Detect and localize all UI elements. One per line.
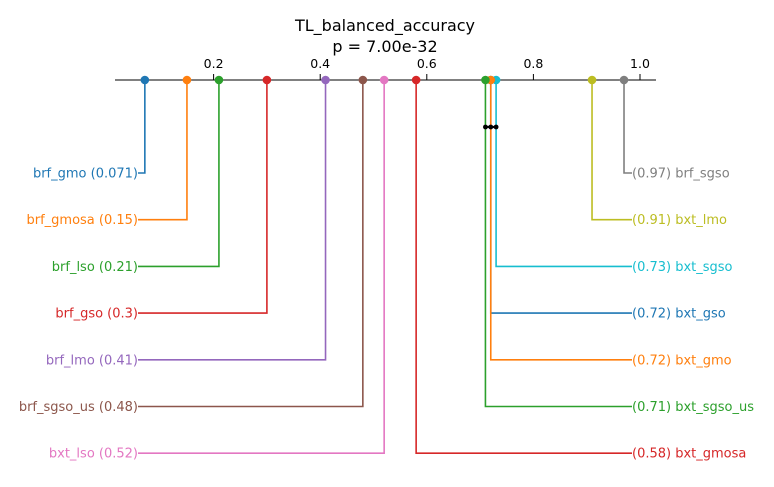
connector-brf_sgso_us [138,80,364,408]
marker-brf_lmo [321,75,330,85]
label-brf_sgso_us: brf_sgso_us (0.48) [19,400,138,415]
connector-bxt_gmosa [415,80,632,455]
axis-ticks: 0.2 0.4 0.6 0.8 1.0 [204,56,650,80]
connector-bxt_gmo [489,80,632,361]
tick-label: 0.6 [417,56,437,71]
label-brf_sgso: (0.97) brf_sgso [632,167,730,182]
marker-bxt_gmosa [411,75,421,85]
marker-brf_gmo [140,75,150,85]
chart-title: TL_balanced_accuracy [294,16,475,36]
marker-brf_gmosa [182,75,192,85]
label-brf_gmo: brf_gmo (0.071) [33,167,138,182]
connector-bxt_gso [489,80,632,314]
method-labels: brf_gmo (0.071) brf_gmosa (0.15) brf_lso (… [19,167,754,462]
label-bxt_gmo: (0.72) bxt_gmo [632,353,732,368]
marker-brf_gso [262,75,272,85]
marker-bxt_sgso_us [481,75,490,85]
label-bxt_gso: (0.72) bxt_gso [632,307,726,322]
connector-bxt_sgso_us [484,80,632,408]
tick-label: 0.8 [523,56,543,71]
chart-subtitle: p = 7.00e-32 [332,37,437,56]
label-bxt_gmosa: (0.58) bxt_gmosa [632,447,746,462]
tick-label: 0.2 [204,56,224,71]
connector-brf_sgso [623,80,632,174]
connector-bxt_lso [138,80,385,455]
label-brf_gmosa: brf_gmosa (0.15) [26,213,138,228]
marker-brf_sgso [619,75,629,85]
connector-brf_gmosa [138,80,188,221]
label-bxt_sgso_us: (0.71) bxt_sgso_us [632,400,754,415]
label-bxt_lso: bxt_lso (0.52) [49,447,138,462]
clique-dot [488,124,494,130]
connector-brf_lmo [138,80,327,361]
marker-brf_lso [214,75,224,85]
connector-bxt_lmo [591,80,632,221]
connector-lines [138,80,632,455]
tick-label: 0.4 [310,56,330,71]
rank-markers [140,75,629,85]
marker-bxt_lso [379,75,389,85]
marker-bxt_lmo [587,75,597,85]
label-bxt_sgso: (0.73) bxt_sgso [632,260,733,275]
clique-dot [483,124,488,130]
connector-bxt_sgso [495,80,632,268]
connector-brf_gso [138,80,268,314]
connector-brf_gmo [138,80,146,174]
marker-brf_sgso_us [358,75,368,85]
label-bxt_lmo: (0.91) bxt_lmo [632,213,727,228]
label-brf_gso: brf_gso (0.3) [55,307,138,322]
clique-dot [493,124,499,130]
connector-brf_lso [138,80,220,268]
clique-bars [483,124,499,130]
label-brf_lso: brf_lso (0.21) [52,260,138,275]
tick-label: 1.0 [630,56,650,71]
label-brf_lmo: brf_lmo (0.41) [46,353,138,368]
